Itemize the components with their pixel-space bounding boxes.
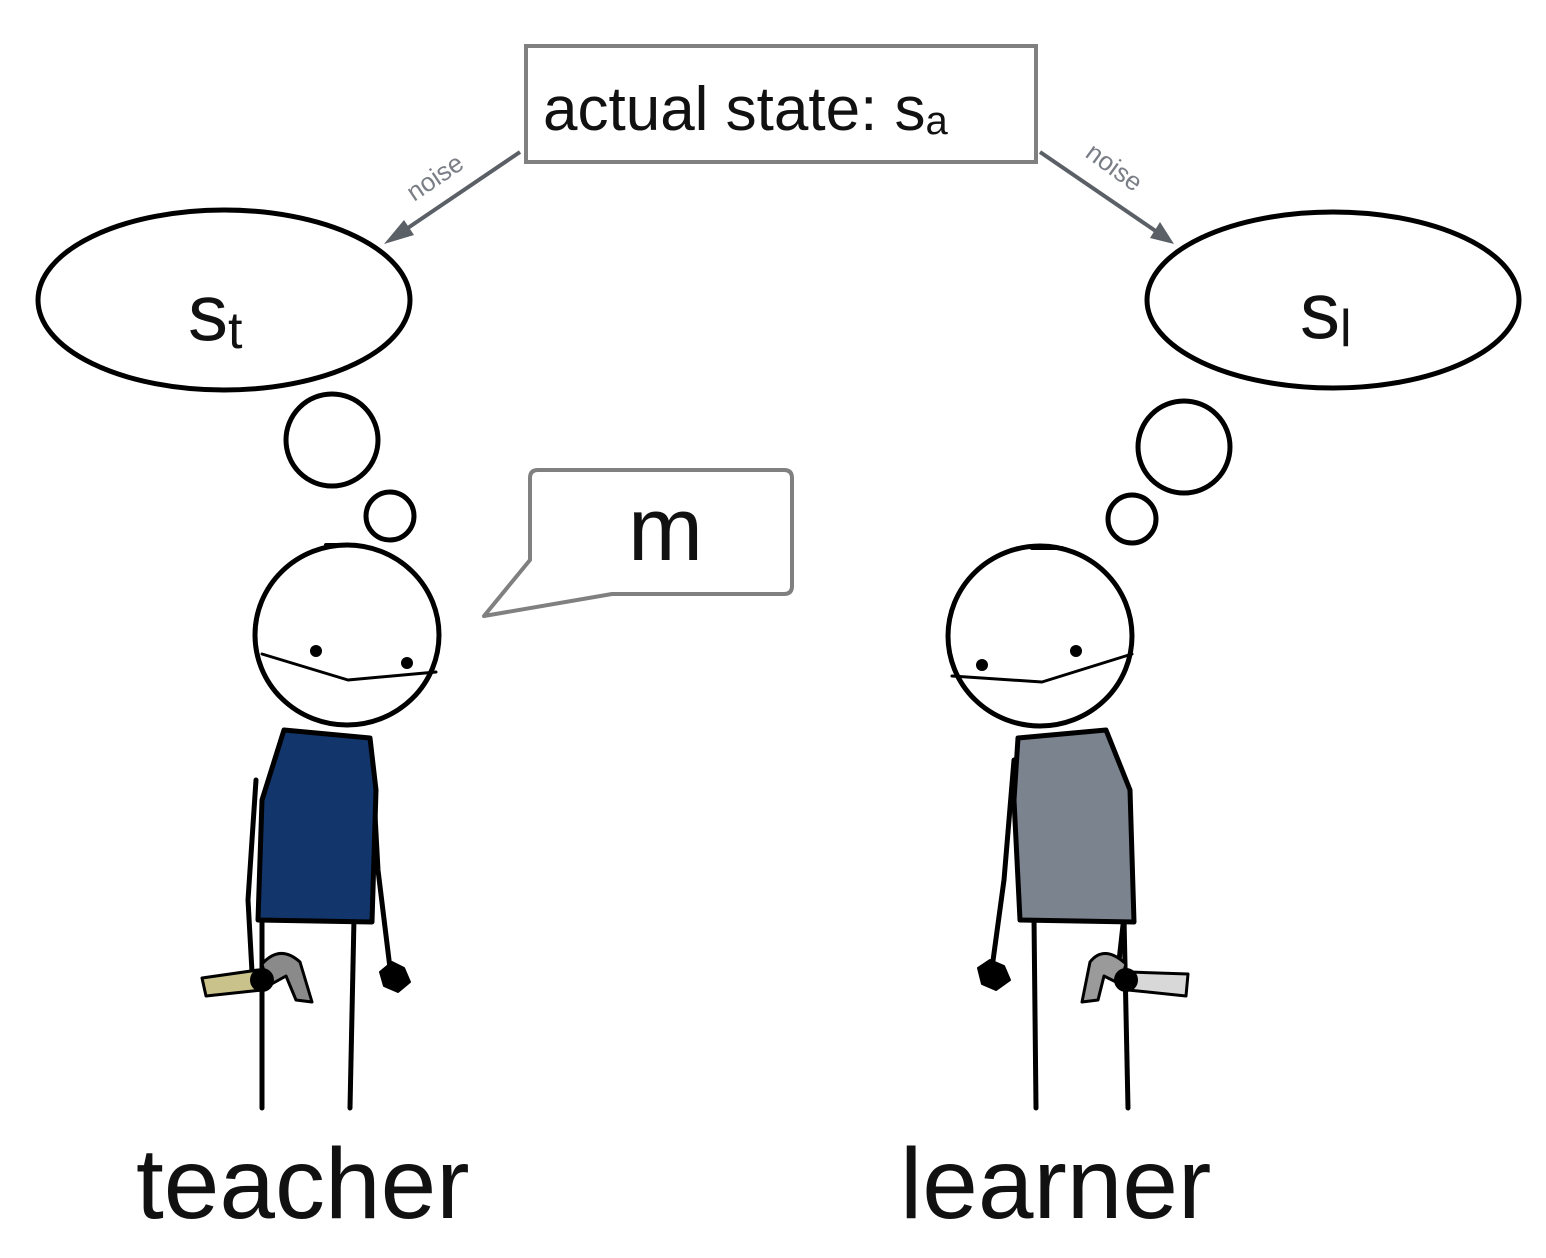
- learner-belief-bubble: sl: [1105, 209, 1522, 546]
- teacher-figure: [200, 542, 442, 1111]
- learner-belief-subscript: l: [1340, 300, 1352, 358]
- learner-belief-symbol: s: [1300, 266, 1340, 355]
- actual-state-subscript: a: [926, 99, 949, 143]
- teacher-label: teacher: [136, 1128, 470, 1240]
- teacher-shirt: [255, 727, 379, 925]
- svg-text:st: st: [188, 268, 243, 360]
- teacher-belief-bubble: st: [35, 207, 417, 543]
- noise-arrow-left: [384, 150, 522, 244]
- actual-state-label: actual state: s: [543, 75, 926, 144]
- teacher-speech-bubble: m: [482, 468, 794, 618]
- learner-label: learner: [900, 1128, 1211, 1240]
- teacher-head: [252, 542, 442, 728]
- learner-figure: [945, 543, 1190, 1111]
- teacher-belief-symbol: s: [188, 268, 228, 357]
- noise-label-left: noise: [401, 147, 469, 207]
- learner-shirt: [1011, 727, 1137, 925]
- noise-arrow-right: [1038, 150, 1174, 244]
- speech-message: m: [628, 480, 703, 580]
- learner-hammer-icon: [1080, 952, 1190, 1004]
- teacher-hammer-icon: [200, 952, 314, 1004]
- teacher-belief-subscript: t: [228, 302, 243, 360]
- svg-text:sl: sl: [1300, 266, 1352, 358]
- svg-text:actual state: sa: actual state: sa: [543, 75, 949, 144]
- learner-head: [945, 543, 1135, 729]
- actual-state-box: actual state: sa: [524, 44, 1038, 164]
